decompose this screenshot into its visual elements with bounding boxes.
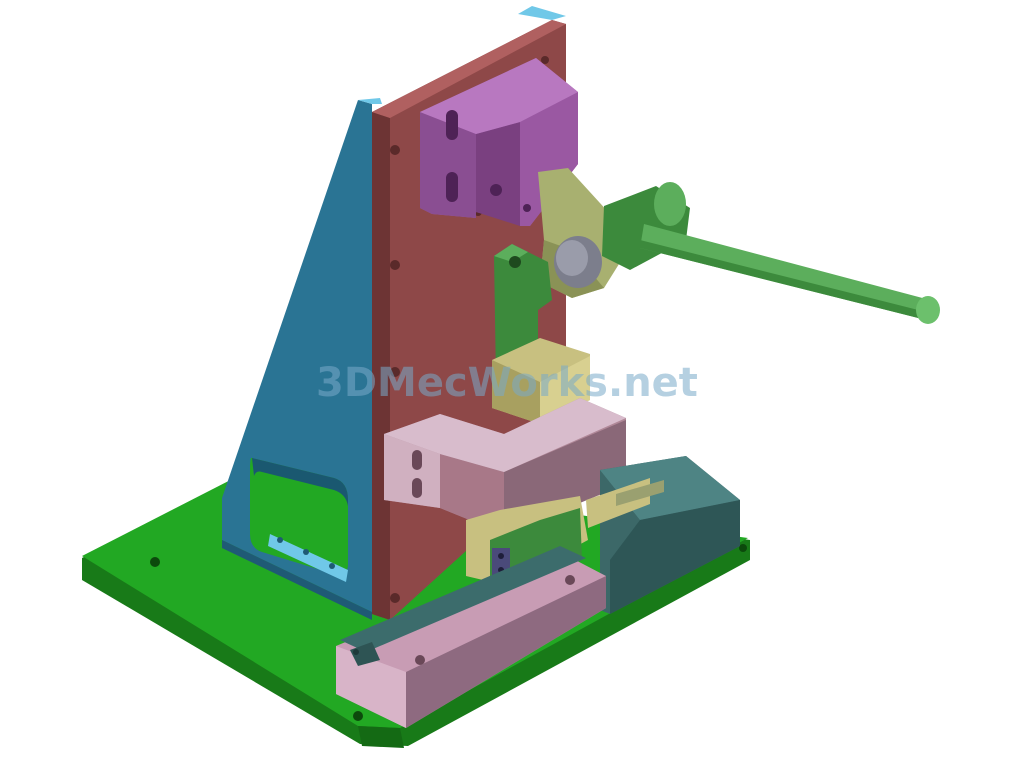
pivot-bolt <box>554 236 602 288</box>
hole-icon <box>150 557 160 567</box>
hole-icon <box>390 260 400 270</box>
hole-icon <box>303 549 309 555</box>
top-bracket <box>420 58 578 226</box>
hole-icon <box>415 655 425 665</box>
hole-icon <box>353 711 363 721</box>
hole-icon <box>565 575 575 585</box>
bottom-rail <box>336 546 606 728</box>
hole-icon <box>509 256 521 268</box>
slot-icon <box>446 172 458 202</box>
hole-icon <box>498 553 504 559</box>
handle <box>602 182 940 324</box>
hole-icon <box>353 649 359 655</box>
hole-icon <box>490 184 502 196</box>
hole-icon <box>277 537 283 543</box>
hole-icon <box>329 563 335 569</box>
slot-icon <box>412 478 422 498</box>
hole-icon <box>390 367 400 377</box>
slider-block <box>492 338 590 424</box>
feeder-unit <box>586 456 740 614</box>
hole-icon <box>390 593 400 603</box>
hole-icon <box>739 544 747 552</box>
slot-icon <box>446 110 458 140</box>
gusset-support <box>222 98 382 620</box>
hole-icon <box>390 145 400 155</box>
slot-icon <box>412 450 422 470</box>
hole-icon <box>541 56 549 64</box>
hole-icon <box>523 204 531 212</box>
